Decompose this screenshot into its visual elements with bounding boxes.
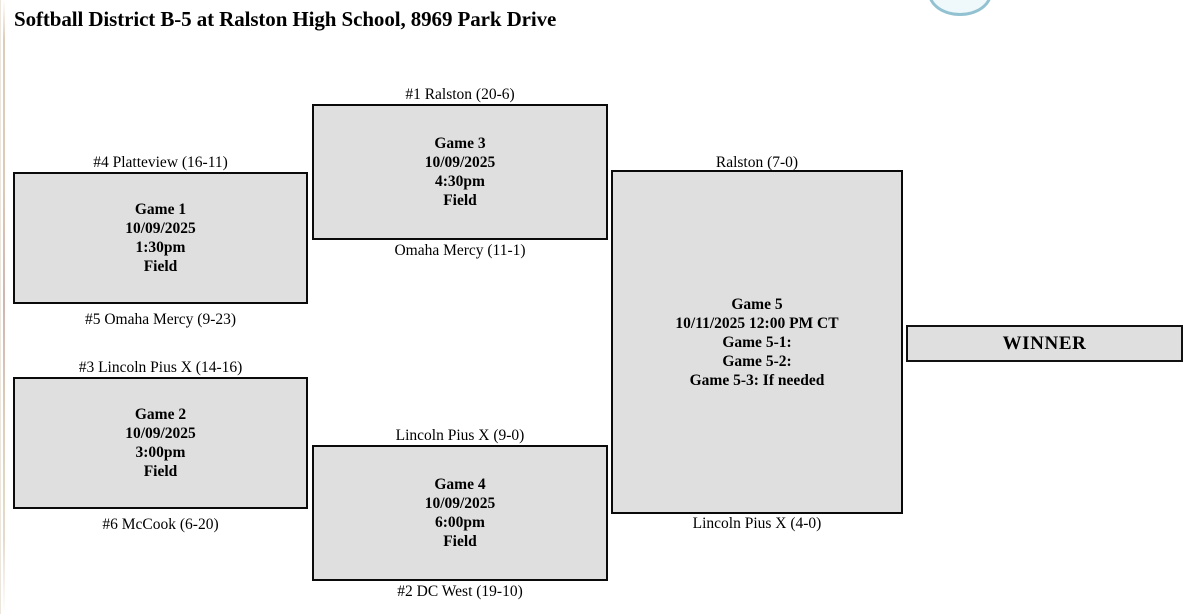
game-2-top-slot: #3 Lincoln Pius X (14-16) [78,359,243,376]
game-5-top-slot: Ralston (7-0) [715,154,799,171]
game-3-box[interactable]: Game 3 10/09/2025 4:30pm Field [312,104,608,240]
scan-edge-artifact [3,0,5,614]
game-5-label: Game 5 10/11/2025 12:00 PM CT Game 5-1: … [675,295,839,389]
winner-label: WINNER [1002,332,1087,354]
game-4-label: Game 4 10/09/2025 6:00pm Field [424,476,496,550]
decorative-arc-icon [928,0,992,16]
game-1-bottom-slot: #5 Omaha Mercy (9-23) [84,311,237,328]
game-1-box[interactable]: Game 1 10/09/2025 1:30pm Field [13,172,308,304]
game-1-label: Game 1 10/09/2025 1:30pm Field [125,201,196,275]
game-3-bottom-slot: Omaha Mercy (11-1) [394,242,526,259]
game-2-bottom-slot: #6 McCook (6-20) [102,516,219,533]
winner-box[interactable]: WINNER [906,325,1183,362]
page-title: Softball District B-5 at Ralston High Sc… [14,7,557,31]
game-3-label: Game 3 10/09/2025 4:30pm Field [424,135,496,209]
game-4-bottom-slot: #2 DC West (19-10) [397,583,523,600]
game-4-box[interactable]: Game 4 10/09/2025 6:00pm Field [312,445,608,581]
scan-edge-artifact-outer [0,0,1,614]
game-1-top-slot: #4 Platteview (16-11) [93,154,228,171]
game-4-top-slot: Lincoln Pius X (9-0) [395,427,525,444]
game-2-box[interactable]: Game 2 10/09/2025 3:00pm Field [13,377,308,509]
game-3-top-slot: #1 Ralston (20-6) [405,86,515,103]
game-5-box[interactable]: Game 5 10/11/2025 12:00 PM CT Game 5-1: … [611,170,903,514]
game-2-label: Game 2 10/09/2025 3:00pm Field [125,406,196,480]
game-5-bottom-slot: Lincoln Pius X (4-0) [692,515,822,532]
